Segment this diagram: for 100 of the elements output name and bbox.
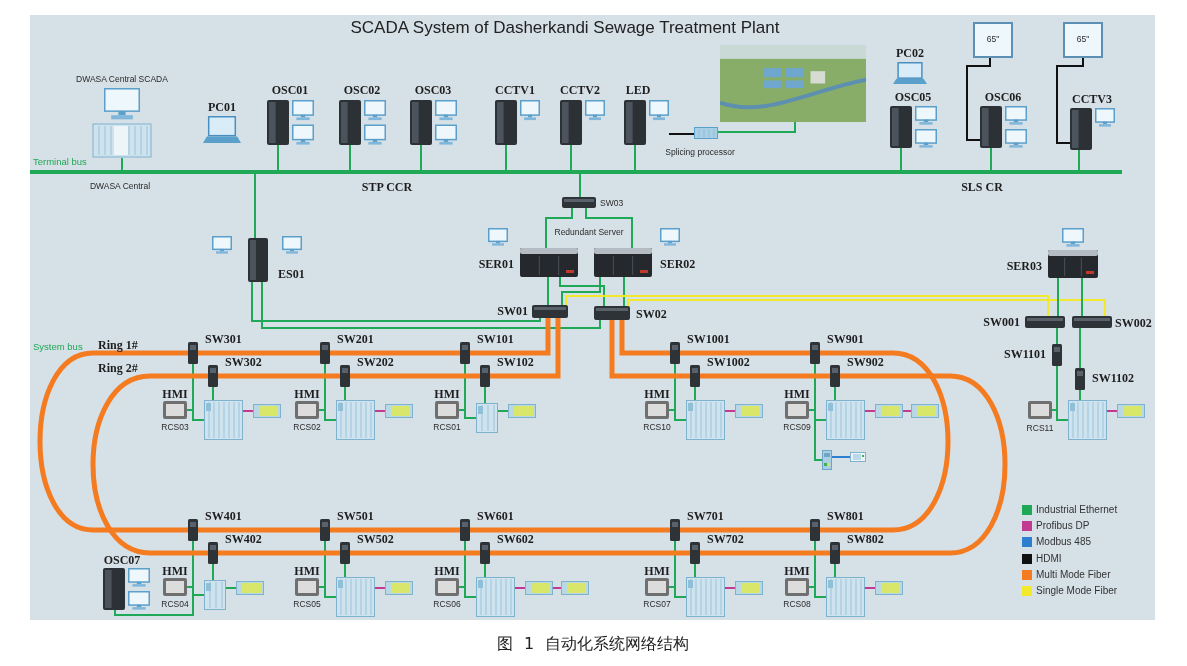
network-line: [1079, 327, 1081, 369]
device-label: HMI: [434, 388, 460, 400]
network-line: [464, 540, 477, 598]
fiber-ring-line: [490, 318, 561, 379]
device-label: HMI: [644, 565, 670, 577]
device-label: SW801: [827, 510, 864, 522]
network-line: [627, 299, 1106, 317]
network-line: [634, 144, 636, 171]
legend-label: Profibus DP: [1036, 520, 1090, 533]
network-line: [570, 144, 572, 171]
device-label: SW101: [477, 333, 514, 345]
device-label: HMI: [162, 565, 188, 577]
network-line: [552, 587, 562, 589]
network-line: [114, 540, 194, 616]
device-label: SW402: [225, 533, 262, 545]
network-line: [349, 144, 351, 171]
network-line: [717, 121, 796, 133]
network-line: [834, 563, 836, 578]
network-line: [902, 410, 912, 412]
network-line: [694, 563, 696, 578]
station-label: RCS07: [643, 599, 671, 609]
legend-label: Multi Mode Fiber: [1036, 568, 1111, 581]
device-label: OSC06: [984, 91, 1022, 103]
device-label: SW601: [477, 510, 514, 522]
station-label: RCS08: [783, 599, 811, 609]
device-label: SW01: [497, 305, 528, 317]
network-line: [242, 410, 254, 412]
device-label: SW301: [205, 333, 242, 345]
fiber-ring-line: [820, 350, 951, 533]
fiber-ring-line: [350, 373, 480, 379]
network-line: [1079, 389, 1081, 401]
network-line: [623, 276, 625, 307]
network-line: [251, 281, 541, 322]
device-label: SW02: [636, 308, 667, 320]
fiber-ring-line: [490, 550, 690, 556]
device-label: CCTV1: [495, 84, 535, 96]
fiber-ring-line: [470, 318, 551, 356]
legend-label: HDMI: [1036, 552, 1062, 565]
device-label: SW002: [1115, 317, 1152, 329]
network-line: [254, 173, 256, 239]
station-label: RCS03: [161, 422, 189, 432]
device-label: OSC05: [894, 91, 932, 103]
device-label: SER01: [478, 258, 514, 270]
fiber-ring-line: [330, 350, 460, 356]
network-line: [225, 587, 237, 589]
screen-size-label: 65": [986, 34, 1000, 44]
network-line: [324, 540, 337, 598]
device-label: HMI: [644, 388, 670, 400]
device-label: HMI: [162, 388, 188, 400]
device-label: SW902: [847, 356, 884, 368]
device-label: HMI: [294, 565, 320, 577]
legend-label: Modbus 485: [1036, 536, 1092, 549]
network-line: [344, 386, 346, 401]
device-label: SW702: [707, 533, 744, 545]
network-line: [505, 144, 507, 171]
network-line: [514, 587, 526, 589]
fiber-ring-line: [700, 550, 830, 556]
fiber-ring-line: [218, 550, 340, 556]
device-label: SW901: [827, 333, 864, 345]
network-line: [121, 157, 123, 171]
network-line: [694, 386, 696, 401]
network-line: [674, 363, 687, 421]
fiber-ring-line: [350, 550, 480, 556]
device-label: SW701: [687, 510, 724, 522]
device-label: LED: [625, 84, 651, 96]
network-line: [1056, 365, 1069, 421]
device-label: HMI: [434, 565, 460, 577]
network-line: [674, 540, 687, 598]
station-label: RCS10: [643, 422, 671, 432]
device-label: SER03: [1006, 260, 1042, 272]
fiber-ring-line: [90, 373, 208, 556]
network-line: [212, 386, 214, 401]
network-line: [374, 587, 386, 589]
device-label: SW03: [600, 198, 624, 208]
legend-label: Industrial Ethernet: [1036, 504, 1118, 516]
network-line: [192, 363, 205, 421]
diagram-title: SCADA System of Dasherkandi Sewage Treatment Plant: [350, 18, 780, 38]
network-line: [1078, 149, 1080, 171]
device-label: SW1001: [687, 333, 730, 345]
device-label: SW1102: [1092, 372, 1134, 384]
network-line: [900, 147, 902, 171]
network-line: [497, 410, 509, 412]
device-label: SW401: [205, 510, 242, 522]
device-label: OSC03: [414, 84, 452, 96]
figure-caption: 图 1 自动化系统网络结构: [496, 634, 690, 654]
network-line: [374, 410, 386, 412]
network-line: [1081, 277, 1083, 317]
device-label: SW501: [337, 510, 374, 522]
device-label: SW001: [983, 316, 1020, 328]
device-label: HMI: [784, 388, 810, 400]
fiber-ring-line: [198, 350, 320, 356]
fiber-ring-line: [619, 320, 670, 356]
fiber-ring-line: [700, 373, 830, 379]
station-label: RCS05: [293, 599, 321, 609]
device-label: HMI: [784, 565, 810, 577]
station-label: RCS09: [783, 422, 811, 432]
network-line: [724, 587, 736, 589]
fiber-ring-line: [218, 373, 340, 379]
network-line: [212, 563, 214, 581]
fiber-ring-line: [609, 320, 690, 379]
